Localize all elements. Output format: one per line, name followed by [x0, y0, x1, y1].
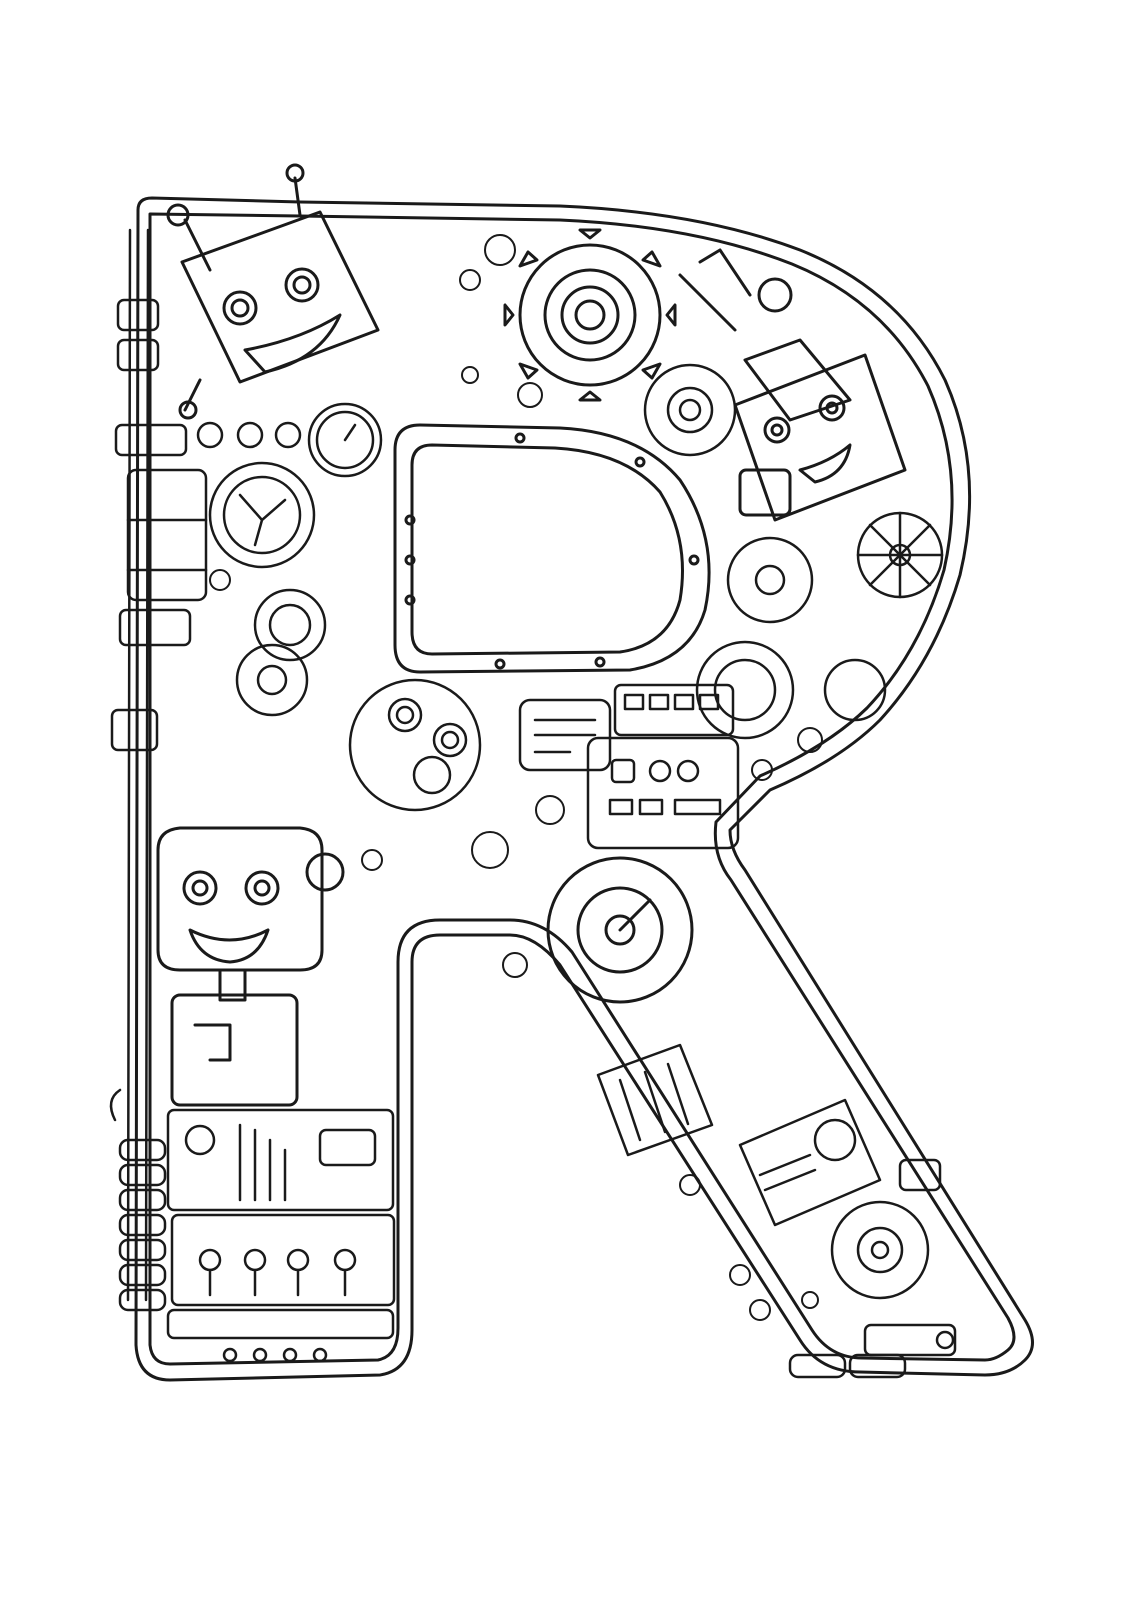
- gear-icon: [350, 680, 480, 810]
- gear-icon: [505, 230, 675, 400]
- dial-gauge-icon: [198, 404, 381, 476]
- robot-head-icon: [158, 828, 343, 1105]
- robot-head-icon: [168, 165, 378, 418]
- gear-icon: [237, 590, 325, 715]
- gear-icon: [645, 365, 735, 455]
- gear-icon: [548, 858, 692, 1002]
- control-panel-icon: [598, 1045, 880, 1225]
- gear-icon: [858, 513, 942, 597]
- letter-r-outline: [136, 198, 1033, 1380]
- bolt-icon: [210, 235, 822, 1320]
- control-panel-icon: [168, 1110, 394, 1361]
- gear-icon: [697, 538, 885, 738]
- screen-icon: [395, 425, 709, 672]
- control-panel-icon: [520, 685, 738, 848]
- gear-icon: [210, 463, 314, 567]
- gear-icon: [832, 1202, 928, 1298]
- robot-head-icon: [680, 250, 905, 520]
- pipe-icon: [111, 230, 206, 1310]
- pipe-icon: [790, 1160, 955, 1377]
